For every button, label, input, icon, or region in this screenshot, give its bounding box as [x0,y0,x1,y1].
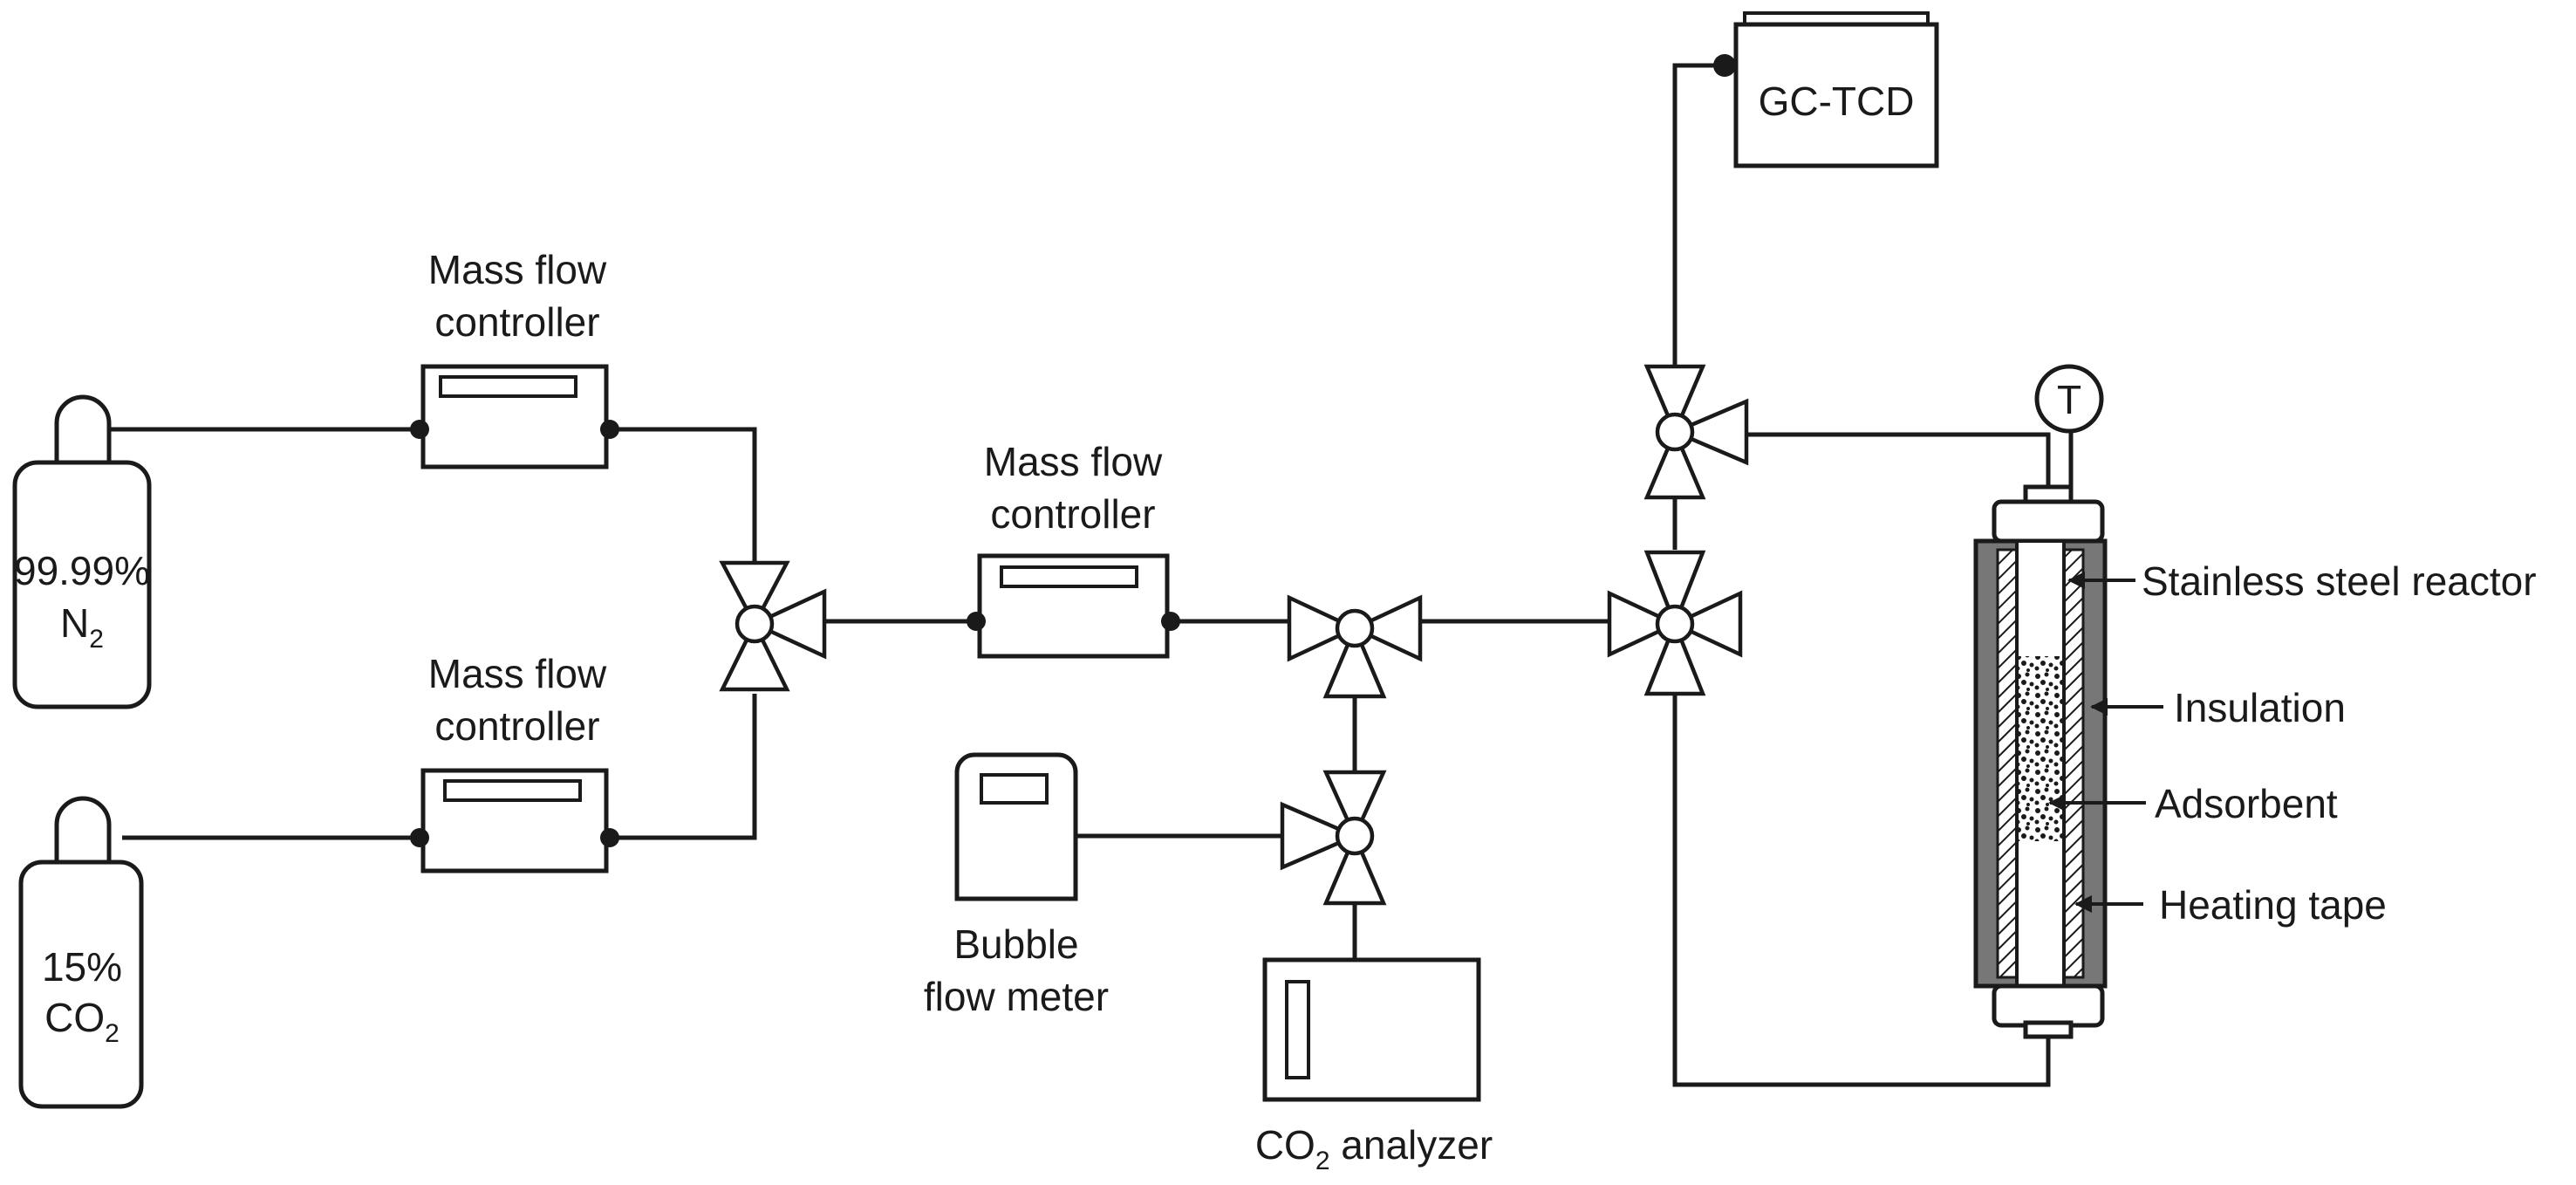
four-way-valve [1607,550,1743,696]
co2-gas-label: CO2 [44,995,120,1048]
pipe-valve5-to-gc-tcd [1672,63,1720,366]
bubble-meter-label-2: flow meter [924,974,1109,1019]
bubble-flow-meter: Bubble flow meter [924,752,1109,1019]
gas-cylinder-co2: 15% CO2 [18,796,144,1109]
three-way-valve-5 [1643,364,1749,500]
three-way-valve-2 [1287,594,1423,699]
mfc-middle-label-2: controller [990,491,1155,537]
thermocouple: T [2034,364,2104,434]
thermocouple-label: T [2057,377,2081,422]
mass-flow-controller-bottom: Mass flow controller [410,651,619,873]
mfc-bottom-label-1: Mass flow [428,651,607,696]
pipe-mfc-top-to-valve1 [611,427,757,567]
pipe-reactor-top-to-valve5 [1746,432,2051,489]
gas-cylinder-n2: 99.99% N2 [12,394,152,709]
adsorbent-bed [2019,656,2062,841]
mass-flow-controller-top: Mass flow controller [410,247,619,469]
stainless-steel-reactor [1973,484,2108,1039]
three-way-valve-1 [719,560,827,692]
co2-concentration-label: 15% [42,944,122,990]
mfc-top-label-1: Mass flow [428,247,607,292]
n2-gas-label: N2 [60,600,104,654]
co2-analyzer: CO2 analyzer [1255,957,1493,1175]
n2-purity-label: 99.99% [14,548,150,593]
gc-tcd-label: GC-TCD [1759,79,1915,124]
pipe-mfc-bottom-to-valve1 [611,694,757,840]
mfc-middle-label-1: Mass flow [984,439,1163,484]
pipe-reactor-bottom-to-valve4 [1672,694,2051,1087]
reactor-annotations: Stainless steel reactor Insulation Adsor… [2048,558,2537,928]
co2-analyzer-label: CO2 analyzer [1255,1122,1493,1175]
stainless-steel-reactor-label: Stainless steel reactor [2142,558,2537,604]
heating-tape-label: Heating tape [2159,882,2387,928]
bubble-meter-label-1: Bubble [953,921,1078,967]
adsorbent-label: Adsorbent [2155,781,2338,826]
mfc-top-label-2: controller [434,299,599,345]
three-way-valve-3 [1280,770,1387,906]
insulation-label: Insulation [2174,685,2346,730]
mass-flow-controller-middle: Mass flow controller [967,439,1180,659]
mfc-bottom-label-2: controller [434,703,599,749]
piping [105,63,2074,1087]
gc-tcd-instrument: GC-TCD [1713,11,1939,168]
